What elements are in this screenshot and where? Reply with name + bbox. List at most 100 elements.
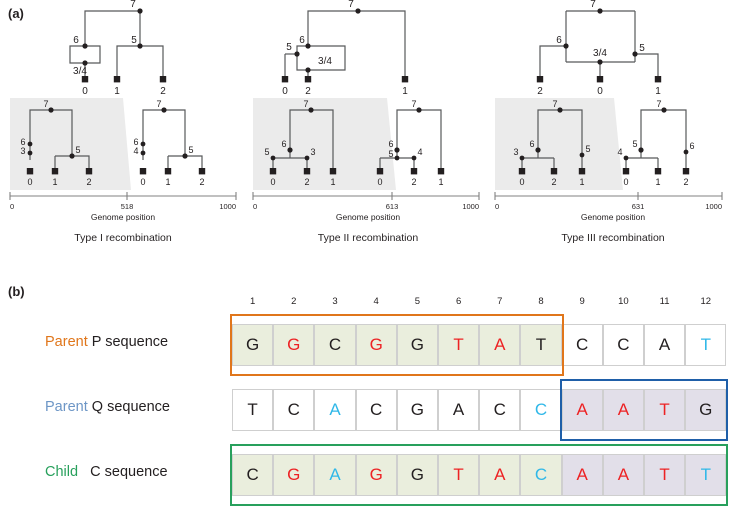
nucleotide-base: G <box>369 465 383 484</box>
sequence-cell: A <box>479 324 521 366</box>
tree-node-label: 6 <box>689 141 694 151</box>
tree-leaf-label: 0 <box>623 177 628 187</box>
tree-leaf-label: 2 <box>199 177 204 187</box>
sequence-row-label: Parent P sequence <box>45 334 168 350</box>
arg-leaf-label: 2 <box>305 86 311 97</box>
nucleotide-base: G <box>369 335 383 354</box>
nucleotide-base: C <box>534 465 548 484</box>
tree-node-label: 7 <box>303 99 308 109</box>
tree-node-label: 5 <box>585 144 590 154</box>
nucleotide-base: C <box>370 400 383 419</box>
nucleotide-base: A <box>617 400 630 419</box>
arg-node-label: 5 <box>286 42 292 53</box>
tree-node-label: 6 <box>281 139 286 149</box>
nucleotide-base: T <box>535 335 547 354</box>
tree-leaf-label: 2 <box>551 177 556 187</box>
sequence-cell: C <box>520 389 562 431</box>
tree-leaf-label: 1 <box>165 177 170 187</box>
tree-node-label: 4 <box>417 147 422 157</box>
tree-node-label: 3 <box>513 147 518 157</box>
arg-node-label: 6 <box>556 35 562 46</box>
sequence-cell: A <box>602 454 644 496</box>
nucleotide-base: G <box>245 335 260 354</box>
tree-leaf-label: 0 <box>27 177 32 187</box>
sequence-row-label-tag: Parent <box>45 334 88 350</box>
tree-node-label: 5 <box>75 145 80 155</box>
sequence-cell: G <box>396 324 438 366</box>
arg-leaf-label: 0 <box>597 86 603 97</box>
sequence-cell: A <box>561 454 603 496</box>
tree-node-label: 6 <box>388 139 393 149</box>
sequence-cell: C <box>520 454 562 496</box>
arg-leaf-label: 0 <box>282 86 288 97</box>
tree-leaf-label: 1 <box>52 177 57 187</box>
column-number: 6 <box>455 296 462 307</box>
column-number: 2 <box>291 296 297 307</box>
tree-leaf-label: 0 <box>377 177 382 187</box>
panel-caption: Type II recombination <box>317 232 419 244</box>
tree-node-label: 6 <box>20 137 25 147</box>
panel-b-label: (b) <box>8 284 25 299</box>
column-number: 9 <box>579 296 585 307</box>
panel-a-argsystems: (a) <box>0 0 723 262</box>
column-number: 10 <box>618 296 629 307</box>
panel-a-label: (a) <box>8 6 24 21</box>
arg-leaf-label: 1 <box>402 86 408 97</box>
tree-node-label: 5 <box>388 149 393 159</box>
sequence-cell: T <box>644 454 686 496</box>
axis-title: Genome position <box>335 212 401 222</box>
tree-node-label: 5 <box>264 147 269 157</box>
sequence-row-label: Parent Q sequence <box>45 399 170 415</box>
nucleotide-base: C <box>328 335 342 354</box>
arg-leaf-label: 2 <box>160 86 166 97</box>
nucleotide-base: A <box>617 465 630 484</box>
nucleotide-base: G <box>410 465 424 484</box>
arg-column-type-i: 7 6 5 3/4 0 1 2 <box>0 0 246 262</box>
sequence-cell: G <box>355 454 397 496</box>
tree-node-label: 4 <box>617 147 622 157</box>
nucleotide-base: C <box>493 400 506 419</box>
tree-leaf-label: 2 <box>683 177 688 187</box>
tree-node-label: 5 <box>632 139 637 149</box>
sequence-cell: A <box>561 389 603 431</box>
sequence-row-label-text: C sequence <box>78 464 168 480</box>
tree-node-label: 6 <box>133 137 138 147</box>
axis-title: Genome position <box>90 212 156 222</box>
nucleotide-base: G <box>699 400 713 419</box>
nucleotide-base: C <box>576 335 589 354</box>
arg-leaf-label: 1 <box>655 86 661 97</box>
arg-recomb-label: 3/4 <box>73 66 87 77</box>
nucleotide-base: T <box>453 335 464 354</box>
axis-tick-max: 1000 <box>219 202 236 211</box>
tree-node-label: 5 <box>188 145 193 155</box>
axis-title: Genome position <box>580 212 646 222</box>
panel-caption: Type III recombination <box>561 232 665 244</box>
column-number: 12 <box>700 296 712 307</box>
column-number: 11 <box>659 296 670 307</box>
sequence-cell: T <box>644 389 686 431</box>
nucleotide-base: A <box>576 400 588 419</box>
sequence-cell: C <box>561 324 603 366</box>
sequence-cell: T <box>520 324 562 366</box>
sequence-cell: C <box>273 389 315 431</box>
sequence-cell: C <box>479 389 521 431</box>
highlight-box <box>230 444 729 506</box>
arg-node-label: 6 <box>299 35 305 46</box>
column-number: 3 <box>332 296 338 307</box>
arg-node-label: 5 <box>131 35 137 46</box>
arg-node-label: 6 <box>73 35 79 46</box>
sequence-cell: A <box>438 389 480 431</box>
sequence-cell: A <box>644 324 686 366</box>
nucleotide-base: A <box>494 465 506 484</box>
axis-tick-breakpoint: 631 <box>632 202 645 211</box>
arg-leaf-label: 2 <box>537 86 543 97</box>
axis-tick-min: 0 <box>495 202 499 211</box>
arg-leaf-label: 0 <box>82 86 88 97</box>
sequence-cell: A <box>314 454 356 496</box>
nucleotide-base: C <box>246 465 259 484</box>
tree-leaf-label: 2 <box>86 177 91 187</box>
tree-leaf-label: 0 <box>519 177 524 187</box>
sequence-cell: C <box>314 324 356 366</box>
axis-tick-max: 1000 <box>462 202 479 211</box>
column-number: 1 <box>249 296 256 307</box>
